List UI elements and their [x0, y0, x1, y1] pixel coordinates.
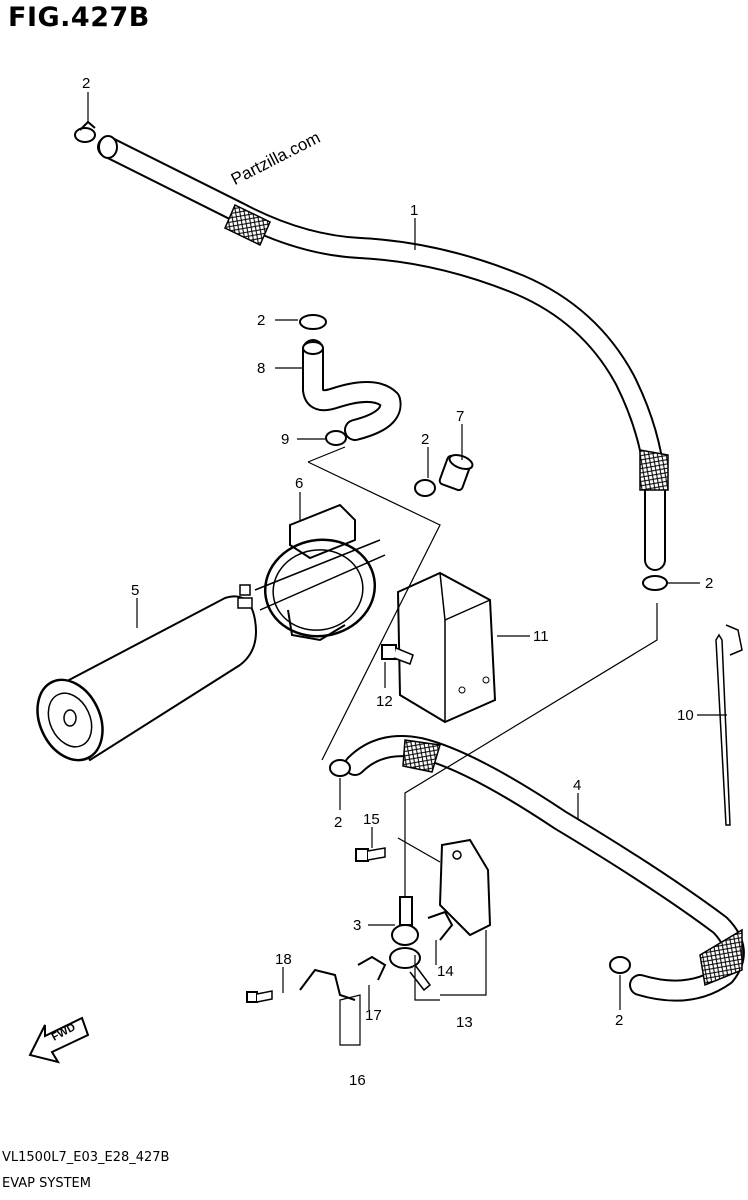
- figure-title: FIG.427B: [8, 2, 150, 33]
- hose-7[interactable]: [438, 452, 475, 492]
- callout-1: 1: [410, 202, 418, 219]
- callout-13: 13: [456, 1014, 473, 1031]
- bracket-13[interactable]: [438, 838, 492, 937]
- callout-9: 9: [281, 431, 289, 448]
- cable-tie-10[interactable]: [715, 624, 743, 826]
- hose-clamp-2e[interactable]: [329, 759, 351, 777]
- valve-3[interactable]: [389, 896, 432, 992]
- callout-10: 10: [677, 707, 694, 724]
- bracket-16[interactable]: [299, 968, 356, 1001]
- callout-2c: 2: [421, 431, 429, 448]
- hose-4[interactable]: [344, 735, 745, 1002]
- hose-8[interactable]: [302, 339, 402, 441]
- callout-7: 7: [456, 408, 464, 425]
- callout-6: 6: [295, 475, 303, 492]
- callout-2a: 2: [82, 75, 90, 92]
- hose-clamp-2b[interactable]: [299, 314, 327, 330]
- callout-11: 11: [533, 628, 549, 645]
- hose-clamp-2c[interactable]: [414, 479, 436, 497]
- hose-clamp-2f[interactable]: [609, 956, 631, 974]
- clamp-17[interactable]: [357, 955, 387, 981]
- callout-15: 15: [363, 811, 380, 828]
- callout-12: 12: [376, 693, 393, 710]
- diagram-description: EVAP SYSTEM: [2, 1176, 91, 1191]
- hose-clamp-2d[interactable]: [642, 575, 668, 591]
- bracket-11[interactable]: [396, 571, 497, 724]
- callout-17: 17: [365, 1007, 382, 1024]
- callout-2d: 2: [705, 575, 713, 592]
- clamp-14[interactable]: [427, 910, 454, 941]
- hose-clamp-2a[interactable]: [74, 120, 96, 143]
- callout-14: 14: [437, 963, 454, 980]
- callout-2b: 2: [257, 312, 265, 329]
- canister-5[interactable]: [25, 584, 257, 771]
- callout-2e: 2: [334, 814, 342, 831]
- callout-16: 16: [349, 1072, 366, 1089]
- callout-4: 4: [573, 777, 581, 794]
- callout-8: 8: [257, 360, 265, 377]
- diagram-code: VL1500L7_E03_E28_427B: [2, 1150, 170, 1165]
- callout-2f: 2: [615, 1012, 623, 1029]
- fwd-arrow-icon: FWD: [28, 1016, 90, 1064]
- bracket-6[interactable]: [254, 503, 386, 645]
- bolt-12[interactable]: [381, 644, 414, 665]
- bolt-15[interactable]: [355, 847, 386, 862]
- leader-lines: [87, 92, 727, 1046]
- callout-3: 3: [353, 917, 361, 934]
- screw-18[interactable]: [246, 990, 273, 1003]
- callout-5: 5: [131, 582, 139, 599]
- hose-clamp-9[interactable]: [325, 430, 347, 446]
- callout-18: 18: [275, 951, 292, 968]
- reference-lines: [307, 446, 658, 897]
- hose-1[interactable]: [97, 135, 669, 571]
